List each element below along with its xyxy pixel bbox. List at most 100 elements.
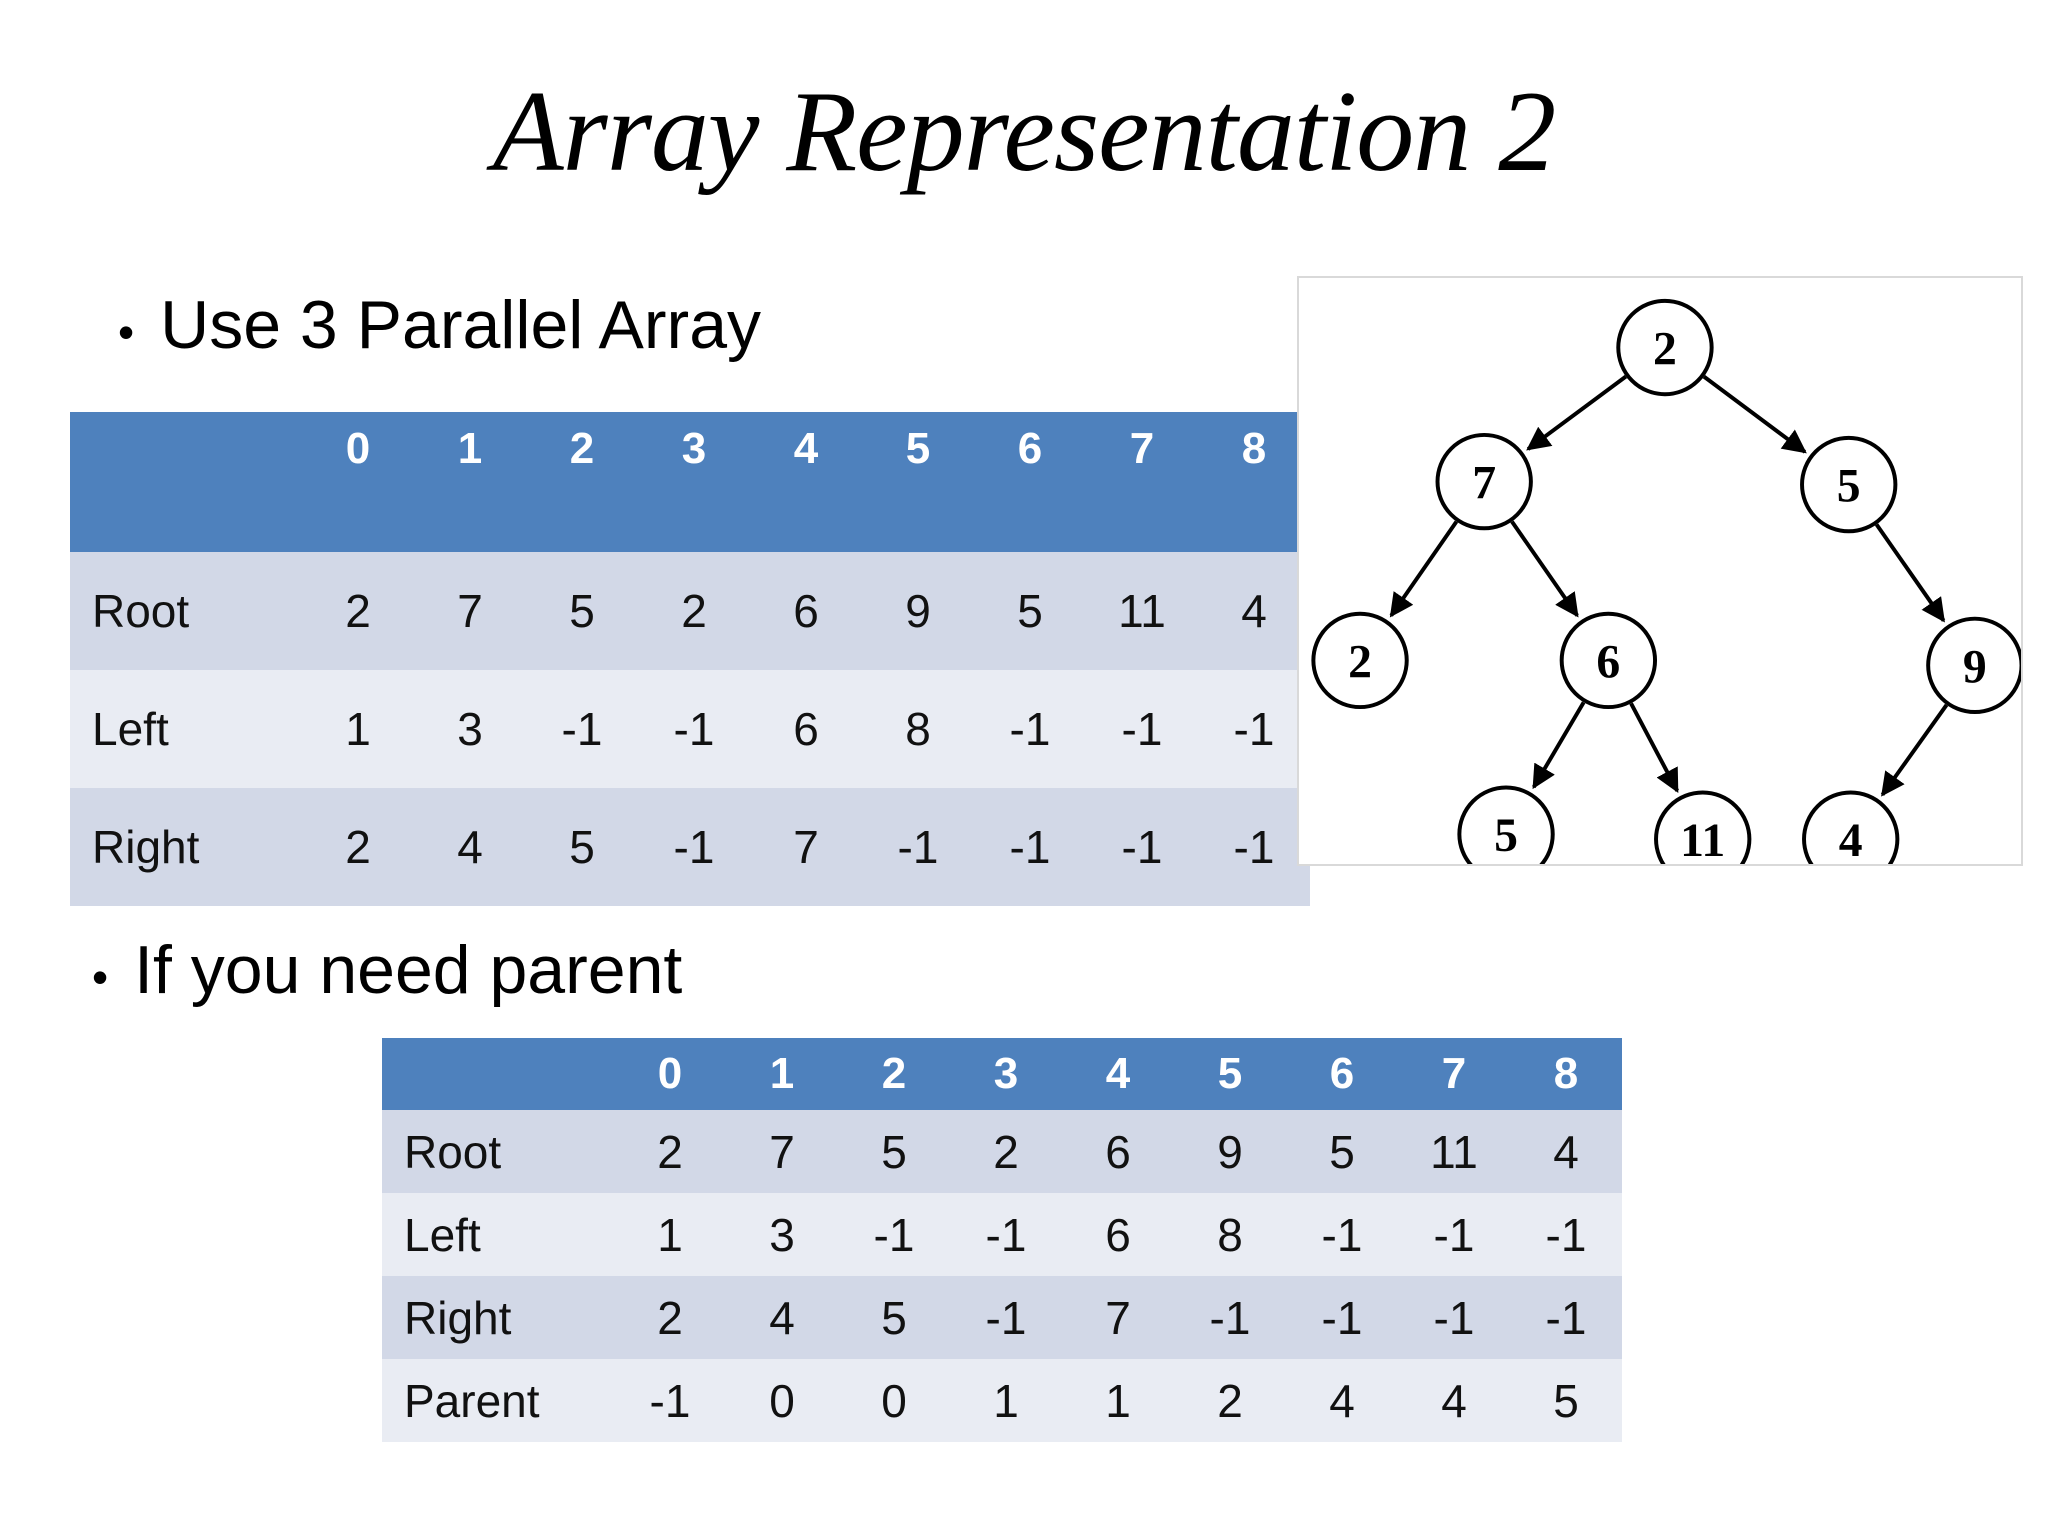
tree-edge-group (1389, 374, 1949, 797)
column-header-4: 4 (750, 412, 862, 552)
cell: -1 (1086, 788, 1198, 906)
cell: 2 (638, 552, 750, 670)
cell: -1 (614, 1359, 726, 1442)
table-header-row: 0 1 2 3 4 5 6 7 8 (382, 1038, 1622, 1110)
tree-node: 2 (1616, 298, 1714, 397)
table-header: 0 1 2 3 4 5 6 7 8 (70, 412, 1310, 552)
bullet-label: Use 3 Parallel Array (160, 287, 762, 363)
tree-node-label: 7 (1472, 458, 1496, 510)
column-header-7: 7 (1086, 412, 1198, 552)
cell: 2 (302, 552, 414, 670)
tree-node-circle (1457, 785, 1555, 864)
bullet-item-if-you-need-parent: • If you need parent (92, 932, 683, 1008)
cell: -1 (1086, 670, 1198, 788)
cell: 3 (414, 670, 526, 788)
tree-edge (1510, 520, 1579, 618)
cell: -1 (974, 788, 1086, 906)
cell: 4 (1286, 1359, 1398, 1442)
column-header-5: 5 (1174, 1038, 1286, 1110)
tree-node-circle (1559, 611, 1658, 710)
cell: -1 (974, 670, 1086, 788)
column-header-0: 0 (302, 412, 414, 552)
table-body: Root 2 7 5 2 6 9 5 11 4 Left 1 3 -1 -1 6… (382, 1110, 1622, 1442)
tree-node-circle (1616, 298, 1714, 397)
table-row: Right 2 4 5 -1 7 -1 -1 -1 -1 (382, 1276, 1622, 1359)
tree-node: 11 (1654, 790, 1752, 864)
cell: 5 (838, 1110, 950, 1193)
tree-node-label: 4 (1839, 815, 1863, 864)
cell: -1 (1286, 1276, 1398, 1359)
cell: 5 (1286, 1110, 1398, 1193)
tree-edge (1526, 374, 1628, 451)
cell: -1 (638, 670, 750, 788)
tree-node-label: 6 (1596, 636, 1620, 688)
table-body: Root 2 7 5 2 6 9 5 11 4 Left 1 3 -1 -1 6… (70, 552, 1310, 906)
cell: 2 (950, 1110, 1062, 1193)
page-title: Array Representation 2 (492, 68, 1557, 196)
table-row: Root 2 7 5 2 6 9 5 11 4 (70, 552, 1310, 670)
cell: 9 (862, 552, 974, 670)
cell: -1 (1174, 1276, 1286, 1359)
tree-node-circle (1802, 790, 1900, 864)
cell: 5 (974, 552, 1086, 670)
column-header-6: 6 (1286, 1038, 1398, 1110)
column-header-3: 3 (638, 412, 750, 552)
tree-node-label: 5 (1494, 810, 1518, 862)
cell: -1 (950, 1193, 1062, 1276)
cell: 7 (726, 1110, 838, 1193)
column-header-2: 2 (526, 412, 638, 552)
cell: 4 (726, 1276, 838, 1359)
parallel-array-table-with-parent: 0 1 2 3 4 5 6 7 8 Root 2 7 5 2 6 9 5 11 (382, 1038, 1622, 1442)
cell: 6 (1062, 1110, 1174, 1193)
cell: 9 (1174, 1110, 1286, 1193)
cell: 11 (1086, 552, 1198, 670)
parallel-array-table: 0 1 2 3 4 5 6 7 8 Root 2 7 5 2 6 9 5 11 (70, 412, 1310, 906)
cell: -1 (862, 788, 974, 906)
row-label-root: Root (382, 1110, 614, 1193)
bullet-label: If you need parent (134, 932, 683, 1008)
table-header-row: 0 1 2 3 4 5 6 7 8 (70, 412, 1310, 552)
cell: -1 (1398, 1193, 1510, 1276)
cell: -1 (526, 670, 638, 788)
cell: 6 (1062, 1193, 1174, 1276)
tree-node-label: 2 (1653, 324, 1677, 376)
tree-edge (1629, 702, 1679, 793)
cell: 7 (750, 788, 862, 906)
tree-node-label: 9 (1963, 641, 1987, 693)
cell: 5 (526, 788, 638, 906)
column-header-8: 8 (1198, 412, 1310, 552)
row-label-root: Root (70, 552, 302, 670)
cell: -1 (950, 1276, 1062, 1359)
column-header-2: 2 (838, 1038, 950, 1110)
tree-node-label: 5 (1837, 461, 1861, 513)
cell: -1 (1510, 1193, 1622, 1276)
column-header-6: 6 (974, 412, 1086, 552)
cell: 0 (726, 1359, 838, 1442)
table-corner-cell (382, 1038, 614, 1110)
cell: -1 (838, 1193, 950, 1276)
tree-node-circle (1654, 790, 1752, 864)
tree-node-circle (1800, 435, 1898, 534)
cell: 2 (614, 1110, 726, 1193)
column-header-0: 0 (614, 1038, 726, 1110)
column-header-1: 1 (414, 412, 526, 552)
tree-node: 4 (1802, 790, 1900, 864)
tree-node-circle (1926, 616, 2021, 715)
tree-edge (1389, 520, 1459, 618)
cell: 4 (414, 788, 526, 906)
row-label-right: Right (70, 788, 302, 906)
table-row: Left 1 3 -1 -1 6 8 -1 -1 -1 (70, 670, 1310, 788)
column-header-7: 7 (1398, 1038, 1510, 1110)
cell: -1 (1398, 1276, 1510, 1359)
table-row: Left 1 3 -1 -1 6 8 -1 -1 -1 (382, 1193, 1622, 1276)
cell: 5 (526, 552, 638, 670)
cell: 8 (862, 670, 974, 788)
cell: 8 (1174, 1193, 1286, 1276)
tree-edge (1874, 523, 1946, 623)
cell: 1 (950, 1359, 1062, 1442)
row-label-left: Left (70, 670, 302, 788)
